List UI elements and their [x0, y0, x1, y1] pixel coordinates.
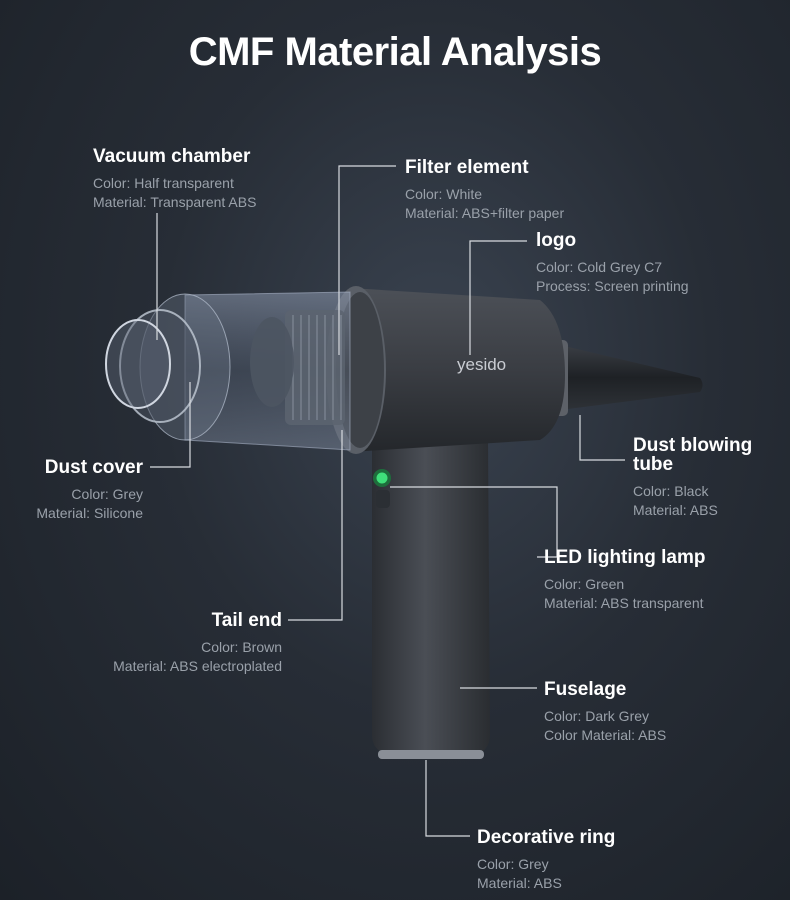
dust-blowing-tube-title-line2: tube — [633, 454, 674, 475]
logo-title: logo — [536, 230, 577, 251]
page-title: CMF Material Analysis — [188, 30, 602, 74]
motor-head-shape — [337, 288, 565, 452]
decorative-ring-color: Color: Grey — [477, 856, 549, 872]
label-filter-element: Filter element Color: White Material: AB… — [405, 157, 564, 223]
label-tail-end: Tail end Color: Brown Material: ABS elec… — [70, 610, 282, 676]
fuselage-material: Color Material: ABS — [544, 727, 667, 743]
led-lamp-color: Color: Green — [544, 576, 625, 592]
decorative-ring-title: Decorative ring — [477, 827, 616, 848]
label-fuselage: Fuselage Color: Dark Grey Color Material… — [544, 679, 666, 745]
dust-cover-color: Color: Grey — [71, 486, 143, 502]
dust-cover-title: Dust cover — [44, 457, 143, 478]
vacuum-chamber-title: Vacuum chamber — [93, 146, 251, 167]
fuselage-shape — [372, 440, 490, 756]
brand-logo: yesido — [457, 355, 506, 374]
fuselage-title: Fuselage — [544, 679, 627, 700]
filter-element-title: Filter element — [405, 157, 529, 178]
led-lamp-title: LED lighting lamp — [544, 547, 706, 568]
label-dust-blowing-tube: Dust blowing tube Color: Black Material:… — [633, 435, 752, 520]
vacuum-chamber-color: Color: Half transparent — [93, 175, 234, 191]
dust-blowing-tube-title-line1: Dust blowing — [633, 435, 753, 456]
led-lamp-material: Material: ABS transparent — [544, 595, 704, 611]
vacuum-chamber-material: Material: Transparent ABS — [93, 194, 257, 210]
filter-element-color: Color: White — [405, 186, 483, 202]
decorative-ring-material: Material: ABS — [477, 875, 562, 891]
dust-cover-material: Material: Silicone — [36, 505, 143, 521]
label-logo: logo Color: Cold Grey C7 Process: Screen… — [536, 230, 689, 296]
label-decorative-ring: Decorative ring Color: Grey Material: AB… — [477, 827, 615, 893]
logo-process: Process: Screen printing — [536, 278, 689, 294]
tail-end-color: Color: Brown — [201, 639, 282, 655]
dust-blowing-tube-material: Material: ABS — [633, 502, 718, 518]
fuselage-color: Color: Dark Grey — [544, 708, 650, 724]
logo-color: Color: Cold Grey C7 — [536, 259, 663, 275]
label-led-lighting-lamp: LED lighting lamp Color: Green Material:… — [544, 547, 706, 613]
led-lamp-shape — [376, 472, 388, 484]
tail-end-material: Material: ABS electroplated — [113, 658, 282, 674]
label-vacuum-chamber: Vacuum chamber Color: Half transparent M… — [93, 146, 256, 212]
label-dust-cover: Dust cover Color: Grey Material: Silicon… — [20, 457, 143, 523]
decorative-ring-shape — [378, 750, 484, 759]
filter-element-material: Material: ABS+filter paper — [405, 205, 565, 221]
dust-blowing-tube-color: Color: Black — [633, 483, 709, 499]
nozzle-shape — [560, 345, 703, 410]
tail-end-title: Tail end — [211, 610, 282, 631]
